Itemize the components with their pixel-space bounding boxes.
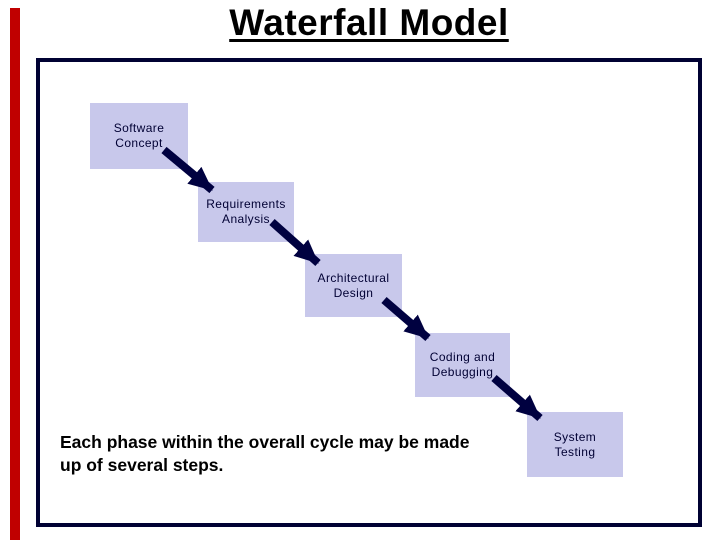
left-accent-bar bbox=[10, 8, 20, 540]
phase-label-line: Concept bbox=[115, 136, 163, 150]
phase-label-line: Architectural bbox=[317, 270, 390, 285]
phase-label-line: Software bbox=[113, 121, 165, 135]
phase-label-line: Design bbox=[333, 285, 374, 300]
phase-box-coding-and-debugging: Coding and Debugging bbox=[415, 333, 510, 397]
content-frame bbox=[36, 58, 702, 527]
phase-box-architectural-design: Architectural Design bbox=[305, 254, 402, 317]
phase-label-line: Debugging bbox=[431, 365, 494, 379]
title-area: Waterfall Model bbox=[36, 4, 702, 41]
phase-label-line: Requirements bbox=[206, 197, 286, 211]
caption-text: Each phase within the overall cycle may … bbox=[60, 431, 520, 477]
phase-box-requirements-analysis: Requirements Analysis bbox=[198, 182, 294, 242]
phase-box-system-testing: System Testing bbox=[527, 412, 623, 477]
slide-title: Waterfall Model bbox=[229, 2, 509, 43]
caption-line: up of several steps. bbox=[60, 455, 224, 475]
phase-label-line: Analysis bbox=[222, 212, 270, 226]
phase-label-line: Testing bbox=[554, 444, 596, 459]
phase-label-line: Coding and bbox=[429, 350, 496, 364]
caption-line: Each phase within the overall cycle may … bbox=[60, 432, 470, 452]
phase-box-software-concept: Software Concept bbox=[90, 103, 188, 169]
phase-label-line: System bbox=[553, 429, 597, 444]
